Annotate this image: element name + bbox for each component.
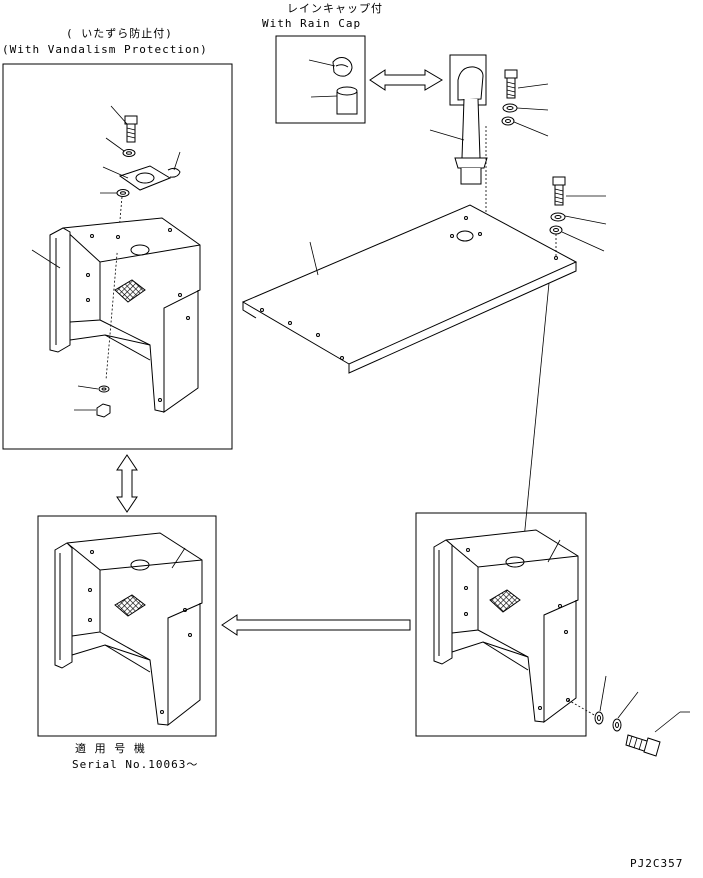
current-hood-outline <box>446 530 578 722</box>
serial-label-en: Serial No.10063～ <box>72 758 199 771</box>
exhaust-stack <box>430 55 487 184</box>
top-cover-plate <box>243 205 576 373</box>
current-hood-box <box>416 513 586 736</box>
serial-hood-outline <box>67 533 202 725</box>
vandalism-frame <box>3 64 232 449</box>
serial-label-jp: 適 用 号 機 <box>75 742 146 755</box>
serial-frame <box>38 516 216 736</box>
side-bolt-set <box>568 676 690 756</box>
vandal-hood-outline <box>63 218 200 412</box>
stack-base <box>461 168 481 184</box>
rain-cap-frame <box>276 36 365 123</box>
double-arrow-horizontal-icon <box>370 70 442 90</box>
stack-flange <box>455 158 487 168</box>
vandalism-label-jp: ( いたずら防止付) <box>66 27 173 40</box>
rain-cap-part <box>333 58 352 77</box>
pipe-top-leader <box>311 96 337 97</box>
rain-cap-leader <box>309 60 335 66</box>
current-hood-frame <box>416 513 586 736</box>
stack-bolt-set <box>486 70 548 232</box>
stack-pipe <box>462 99 480 158</box>
serial-hood-grille <box>115 595 145 616</box>
current-hood-grille <box>490 590 520 612</box>
serial-box <box>38 516 216 736</box>
stack-leader <box>430 130 464 140</box>
plate-connector-line <box>521 283 549 570</box>
plate-bolt-set <box>550 177 606 256</box>
vandalism-inset <box>3 64 232 449</box>
vandalism-label-en: (With Vandalism Protection) <box>2 43 208 56</box>
double-arrow-vertical-icon <box>117 455 137 512</box>
rain-cap-label-jp: レインキャップ付 <box>287 2 383 15</box>
vandal-hood-grille <box>115 280 145 302</box>
arrow-left-icon <box>222 615 410 635</box>
drawing-code: PJ2C357 <box>630 857 684 870</box>
plate-leader <box>310 242 318 275</box>
pipe-top-part <box>337 92 357 114</box>
rain-cap-inset <box>276 36 365 123</box>
stack-cap <box>458 67 483 100</box>
rain-cap-label-en: With Rain Cap <box>262 17 362 30</box>
